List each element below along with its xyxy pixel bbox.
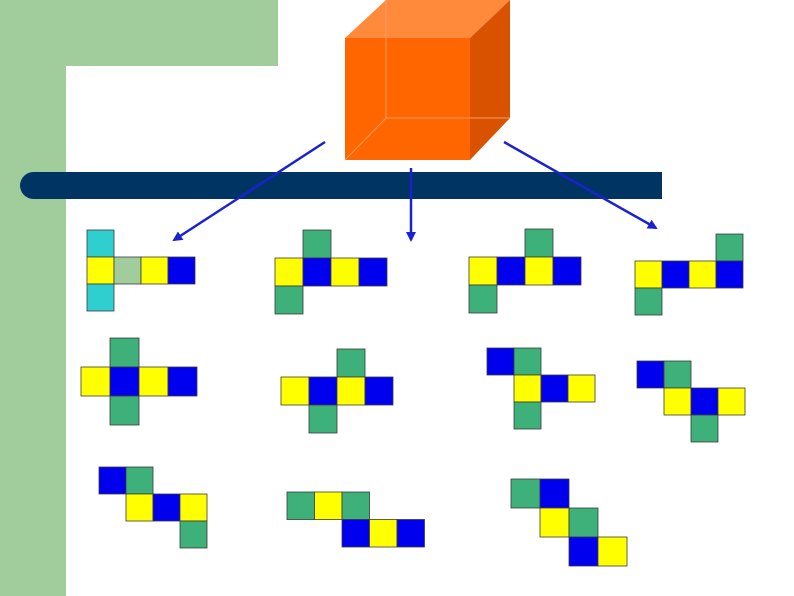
net-3-face-3	[496, 256, 526, 286]
net-6-face-5	[364, 376, 394, 406]
net-10-face-3	[341, 491, 370, 520]
net-2-face-1	[302, 229, 332, 259]
cube-front-face	[345, 38, 470, 160]
net-8-face-4	[690, 387, 719, 416]
top-green-band	[0, 0, 278, 66]
net-7-face-3	[513, 374, 542, 403]
net-8-face-1	[636, 360, 665, 389]
net-1	[86, 229, 196, 312]
net-3-face-6	[468, 284, 498, 314]
net-5	[80, 337, 198, 426]
net-6-face-6	[308, 404, 338, 434]
net-10-face-1	[286, 491, 315, 520]
net-3-face-2	[468, 256, 498, 286]
net-4	[634, 233, 744, 316]
net-9	[98, 466, 208, 549]
net-4-face-2	[634, 260, 663, 289]
net-2	[274, 229, 388, 315]
net-7-face-2	[513, 347, 542, 376]
net-10-face-2	[314, 491, 343, 520]
net-7-face-6	[513, 401, 542, 430]
net-1-face-2	[86, 256, 115, 285]
net-6-face-4	[336, 376, 366, 406]
net-6-face-3	[308, 376, 338, 406]
net-5-face-4	[138, 366, 169, 397]
net-8-face-5	[717, 387, 746, 416]
net-8-face-6	[690, 414, 719, 443]
net-6-face-1	[336, 348, 366, 378]
net-11	[510, 478, 628, 567]
net-11-face-4	[568, 507, 599, 538]
net-3	[468, 228, 582, 314]
net-5-face-5	[167, 366, 198, 397]
net-9-face-5	[179, 493, 208, 522]
net-10-face-5	[369, 519, 398, 548]
net-8-face-2	[663, 360, 692, 389]
net-7-face-4	[540, 374, 569, 403]
net-4-face-6	[634, 287, 663, 316]
net-9-face-2	[125, 466, 154, 495]
net-9-face-3	[125, 493, 154, 522]
net-11-face-3	[539, 507, 570, 538]
net-6-face-2	[280, 376, 310, 406]
net-6	[280, 348, 394, 434]
net-2-face-3	[302, 257, 332, 287]
net-7-face-5	[567, 374, 596, 403]
net-5-face-3	[109, 366, 140, 397]
net-3-face-1	[524, 228, 554, 258]
net-3-face-5	[552, 256, 582, 286]
left-green-band	[0, 0, 66, 596]
net-1-face-5	[167, 256, 196, 285]
net-5-face-6	[109, 395, 140, 426]
net-2-face-4	[330, 257, 360, 287]
divider-bar	[20, 172, 662, 199]
net-9-face-6	[179, 520, 208, 549]
net-1-face-1	[86, 229, 115, 258]
cube-hidden-edges	[344, 0, 510, 161]
cube-nets	[80, 228, 746, 567]
net-7	[486, 347, 596, 430]
net-8	[636, 360, 746, 443]
net-7-face-1	[486, 347, 515, 376]
net-9-face-1	[98, 466, 127, 495]
arrows	[172, 140, 658, 242]
net-2-face-6	[274, 285, 304, 315]
net-2-face-5	[358, 257, 388, 287]
net-5-face-2	[80, 366, 111, 397]
net-4-face-5	[715, 260, 744, 289]
net-3-face-4	[524, 256, 554, 286]
net-11-face-2	[539, 478, 570, 509]
net-1-face-6	[86, 283, 115, 312]
net-2-face-2	[274, 257, 304, 287]
cube-side-face	[470, 0, 510, 160]
net-10	[286, 491, 425, 548]
net-4-face-3	[661, 260, 690, 289]
net-11-face-5	[568, 536, 599, 567]
net-4-face-1	[715, 233, 744, 262]
net-4-face-4	[688, 260, 717, 289]
net-11-face-6	[597, 536, 628, 567]
net-11-face-1	[510, 478, 541, 509]
net-1-face-4	[140, 256, 169, 285]
net-10-face-6	[396, 519, 425, 548]
net-5-face-1	[109, 337, 140, 368]
arrow-right	[503, 140, 658, 230]
net-9-face-4	[152, 493, 181, 522]
net-1-face-3	[113, 256, 142, 285]
cube	[344, 0, 510, 161]
arrow-left	[172, 140, 326, 242]
net-10-face-4	[341, 519, 370, 548]
net-8-face-3	[663, 387, 692, 416]
